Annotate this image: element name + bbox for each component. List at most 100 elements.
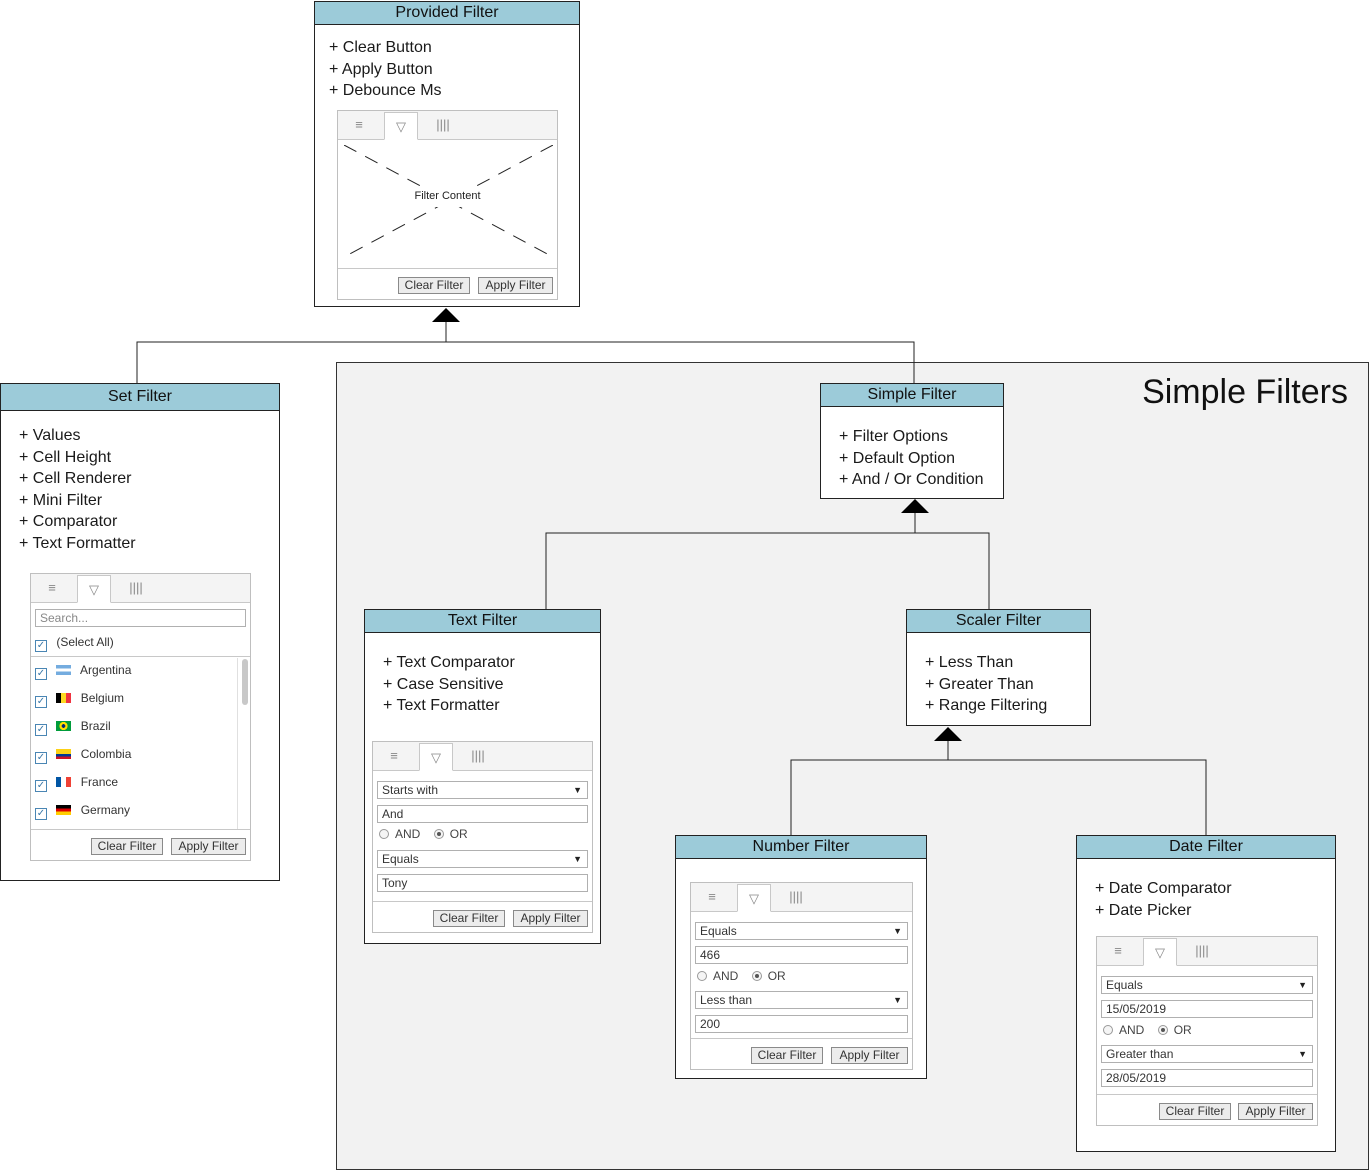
list-item[interactable]: ✓ Argentina	[35, 660, 131, 680]
clear-filter-button[interactable]: Clear Filter	[751, 1047, 823, 1064]
apply-filter-button[interactable]: Apply Filter	[513, 910, 588, 927]
funnel-icon: ▽	[89, 582, 99, 597]
panel-footer: Clear Filter Apply Filter	[338, 268, 557, 299]
condition-1-date-input[interactable]: 15/05/2019	[1101, 1000, 1313, 1018]
tab-general[interactable]: ≡	[695, 883, 729, 911]
funnel-icon: ▽	[431, 750, 441, 765]
condition-1-select[interactable]: Equals▼	[1101, 976, 1313, 994]
join-operator-row: AND OR	[1103, 1022, 1192, 1038]
tab-general[interactable]: ≡	[35, 574, 69, 602]
select-value: Starts with	[382, 783, 439, 797]
dropdown-caret-icon: ▼	[1298, 980, 1307, 990]
connector-simple-to-provided	[446, 341, 915, 383]
list-scrollbar[interactable]	[242, 659, 248, 705]
condition-1-select[interactable]: Equals▼	[695, 922, 908, 940]
tab-columns[interactable]: ||||	[426, 111, 460, 139]
join-operator-row: AND OR	[697, 968, 786, 984]
checkbox-checked-icon[interactable]: ✓	[35, 752, 47, 764]
tab-general[interactable]: ≡	[1101, 937, 1135, 965]
or-label: OR	[767, 969, 786, 983]
card-title: Simple Filter	[821, 384, 1003, 407]
tab-columns[interactable]: ||||	[461, 742, 495, 770]
tab-bar: ≡ ▽ ||||	[691, 883, 912, 912]
clear-filter-button[interactable]: Clear Filter	[1159, 1103, 1231, 1120]
list-item[interactable]: ✓ Belgium	[35, 688, 124, 708]
tab-columns[interactable]: ||||	[779, 883, 813, 911]
condition-1-select[interactable]: Starts with▼	[377, 781, 588, 799]
and-radio[interactable]	[697, 971, 707, 981]
condition-2-select[interactable]: Equals▼	[377, 850, 588, 868]
prop-item: Date Comparator	[1095, 878, 1335, 900]
and-label: AND	[395, 827, 421, 841]
condition-2-date-input[interactable]: 28/05/2019	[1101, 1069, 1313, 1087]
prop-item: Values	[19, 425, 279, 447]
connector-date-to-scaler	[948, 759, 1207, 835]
tab-filter[interactable]: ▽	[419, 743, 453, 771]
or-radio[interactable]	[433, 829, 444, 839]
menu-icon: ≡	[390, 748, 398, 763]
condition-2-select[interactable]: Less than▼	[695, 991, 908, 1009]
columns-icon: ||||	[436, 117, 450, 132]
list-item-label: France	[80, 775, 119, 789]
prop-item: Debounce Ms	[329, 80, 579, 102]
france-flag-icon	[56, 777, 72, 787]
or-radio[interactable]	[1157, 1025, 1168, 1035]
checkbox-checked-icon[interactable]: ✓	[35, 668, 47, 680]
filter-panel: ≡ ▽ |||| Equals▼ 466 AND OR Less than▼ 2…	[690, 882, 913, 1070]
colombia-flag-icon	[56, 749, 72, 759]
condition-1-input[interactable]: And	[377, 805, 588, 823]
clear-filter-button[interactable]: Clear Filter	[91, 838, 163, 855]
connector-text-to-simple	[545, 513, 916, 609]
date-filter-card: Date Filter Date Comparator Date Picker …	[1076, 835, 1336, 1152]
card-title: Number Filter	[676, 836, 926, 859]
tab-columns[interactable]: ||||	[119, 574, 153, 602]
prop-item: Case Sensitive	[383, 674, 600, 696]
checkbox-checked-icon[interactable]: ✓	[35, 640, 47, 652]
checkbox-checked-icon[interactable]: ✓	[35, 780, 47, 792]
select-all-row[interactable]: ✓ (Select All)	[35, 632, 114, 652]
condition-1-input[interactable]: 466	[695, 946, 908, 964]
clear-filter-button[interactable]: Clear Filter	[433, 910, 505, 927]
list-item[interactable]: ✓ Colombia	[35, 744, 131, 764]
germany-flag-icon	[56, 805, 72, 815]
tab-general[interactable]: ≡	[342, 111, 376, 139]
card-title: Set Filter	[1, 384, 279, 411]
or-radio[interactable]	[751, 971, 762, 981]
prop-item: Apply Button	[329, 59, 579, 81]
apply-filter-button[interactable]: Apply Filter	[171, 838, 246, 855]
and-radio[interactable]	[379, 829, 389, 839]
condition-2-select[interactable]: Greater than▼	[1101, 1045, 1313, 1063]
select-value: Less than	[700, 993, 753, 1007]
props-list: Less Than Greater Than Range Filtering	[907, 633, 1090, 717]
and-radio[interactable]	[1103, 1025, 1113, 1035]
list-item[interactable]: ✓ Germany	[35, 800, 130, 820]
checkbox-checked-icon[interactable]: ✓	[35, 696, 47, 708]
checkbox-checked-icon[interactable]: ✓	[35, 808, 47, 820]
tab-filter[interactable]: ▽	[737, 884, 771, 912]
tab-columns[interactable]: ||||	[1185, 937, 1219, 965]
columns-icon: ||||	[129, 580, 143, 595]
tab-filter[interactable]: ▽	[77, 575, 111, 603]
tab-filter[interactable]: ▽	[384, 112, 418, 140]
prop-item: Cell Renderer	[19, 468, 279, 490]
funnel-icon: ▽	[1155, 945, 1165, 960]
prop-item: Range Filtering	[925, 695, 1090, 717]
condition-2-input[interactable]: Tony	[377, 874, 588, 892]
condition-2-input[interactable]: 200	[695, 1015, 908, 1033]
apply-filter-button[interactable]: Apply Filter	[1238, 1103, 1313, 1120]
clear-filter-button[interactable]: Clear Filter	[398, 277, 470, 294]
checkbox-checked-icon[interactable]: ✓	[35, 724, 47, 736]
filter-panel: ≡ ▽ |||| Filter Content Clear Filter App…	[337, 110, 558, 300]
apply-filter-button[interactable]: Apply Filter	[478, 277, 553, 294]
card-title: Text Filter	[365, 610, 600, 633]
apply-filter-button[interactable]: Apply Filter	[831, 1047, 908, 1064]
props-list: Values Cell Height Cell Renderer Mini Fi…	[1, 411, 279, 554]
list-item[interactable]: ✓ Brazil	[35, 716, 111, 736]
tab-filter[interactable]: ▽	[1143, 938, 1177, 966]
argentina-flag-icon	[56, 665, 72, 675]
list-item[interactable]: ✓ France	[35, 772, 118, 792]
mini-filter-search-input[interactable]: Search...	[35, 609, 246, 627]
tab-bar: ≡ ▽ ||||	[373, 742, 592, 771]
list-item-label: Colombia	[80, 747, 132, 761]
tab-general[interactable]: ≡	[377, 742, 411, 770]
